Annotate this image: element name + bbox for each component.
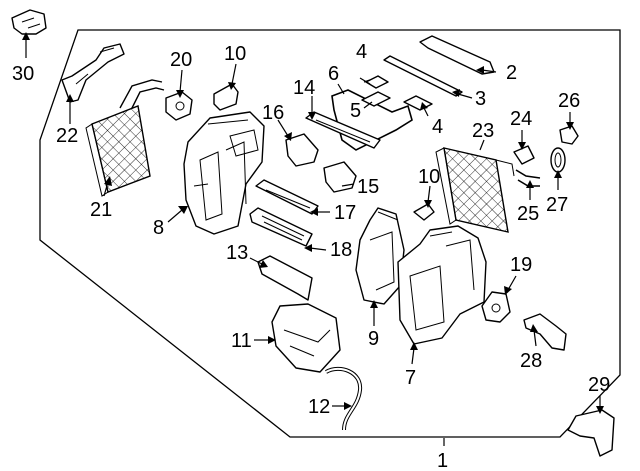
part-25-pipe xyxy=(515,169,541,187)
part-7-evaporator-case xyxy=(397,225,487,345)
leader-lines xyxy=(22,32,604,446)
callout-25: 25 xyxy=(517,203,539,225)
callout-9: 9 xyxy=(368,328,379,350)
callout-labels: 1 2 3 4 4 5 6 7 8 9 10 10 11 12 13 14 15… xyxy=(12,41,610,471)
callout-23: 23 xyxy=(472,120,494,142)
callout-20: 20 xyxy=(170,49,192,71)
callout-6: 6 xyxy=(328,63,339,85)
part-21-heater-pipes xyxy=(119,79,165,113)
callout-1: 1 xyxy=(437,450,448,471)
part-14-strip xyxy=(305,111,381,149)
callout-8: 8 xyxy=(153,217,164,239)
part-18-door xyxy=(249,207,313,247)
assembly-boundary xyxy=(39,29,621,438)
callout-28: 28 xyxy=(520,350,542,372)
part-27-gasket xyxy=(550,147,566,173)
callout-10-upper: 10 xyxy=(224,43,246,65)
part-28-bracket xyxy=(523,313,567,351)
callout-19: 19 xyxy=(510,254,532,276)
callout-14: 14 xyxy=(293,77,315,99)
callout-11: 11 xyxy=(231,330,252,352)
callout-21: 21 xyxy=(90,199,112,221)
part-22-duct xyxy=(61,43,125,103)
callout-4-lower: 4 xyxy=(432,116,443,138)
part-17-door xyxy=(255,179,319,215)
part-5-block xyxy=(361,91,391,107)
callout-12: 12 xyxy=(308,396,330,418)
callout-13: 13 xyxy=(226,242,248,264)
part-13-bracket xyxy=(257,255,313,301)
part-4-upper-block xyxy=(365,75,389,89)
part-20-actuator xyxy=(165,91,193,121)
part-24-grommet xyxy=(513,145,535,165)
callout-27: 27 xyxy=(546,194,568,216)
callout-26: 26 xyxy=(558,90,580,112)
part-26-cap xyxy=(559,125,579,145)
part-9-center-case xyxy=(355,207,405,305)
part-3-strip xyxy=(383,55,463,97)
part-19-actuator xyxy=(481,291,511,323)
callout-30: 30 xyxy=(12,63,34,85)
part-10-upper-bracket xyxy=(213,83,239,111)
callout-5: 5 xyxy=(350,100,361,122)
callout-17: 17 xyxy=(334,202,356,224)
callout-15: 15 xyxy=(357,176,379,198)
callout-29: 29 xyxy=(588,374,610,396)
callout-10-middle: 10 xyxy=(418,166,440,188)
part-16-damper xyxy=(285,133,319,167)
part-12-hose xyxy=(325,366,363,431)
callout-24: 24 xyxy=(510,108,532,130)
part-21-heater-core xyxy=(91,105,151,193)
callout-22: 22 xyxy=(56,125,78,147)
part-30-bracket xyxy=(11,9,47,35)
part-29-duct xyxy=(567,409,615,457)
part-10-middle-bracket xyxy=(413,203,435,221)
callout-16: 16 xyxy=(262,102,284,124)
callout-18: 18 xyxy=(330,239,352,261)
callout-3: 3 xyxy=(475,88,486,110)
callout-7: 7 xyxy=(405,367,416,389)
callout-2: 2 xyxy=(506,62,517,84)
part-15-damper xyxy=(323,161,357,193)
callout-4-upper: 4 xyxy=(356,41,367,63)
